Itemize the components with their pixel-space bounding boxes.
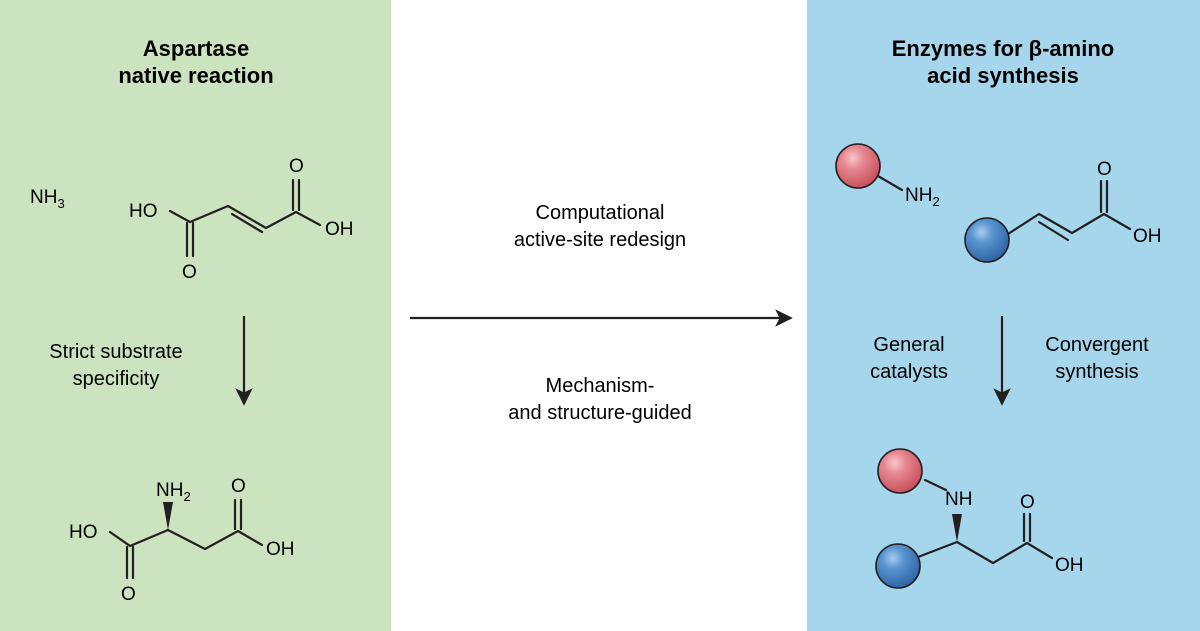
- right-left-label-line1: General: [873, 334, 944, 356]
- fumarate-o-top: O: [289, 156, 304, 177]
- fumarate-oh: OH: [325, 219, 354, 240]
- product-oh: OH: [1055, 555, 1084, 576]
- right-right-label-line1: Convergent: [1045, 334, 1149, 356]
- left-title-line1: Aspartase: [143, 36, 249, 61]
- product-nh: NH: [945, 489, 972, 510]
- red-sphere-product: [877, 448, 923, 494]
- acrylic-acid-structure: [1006, 179, 1132, 242]
- middle-bottom-line1: Mechanism-: [546, 375, 655, 397]
- middle-bottom-line2: and structure-guided: [508, 402, 691, 424]
- left-arrow-label-line2: specificity: [73, 368, 160, 390]
- fumaric-acid-structure: [168, 178, 322, 258]
- aspartate-o-top: O: [231, 476, 246, 497]
- beta-amino-acid-structure: [916, 478, 1054, 565]
- right-title-line1: Enzymes for β-amino: [892, 36, 1114, 61]
- middle-top-line2: active-site redesign: [514, 229, 686, 251]
- aspartic-acid-structure: [108, 498, 264, 580]
- middle-top-line1: Computational: [536, 202, 665, 224]
- right-right-label-line2: synthesis: [1055, 361, 1138, 383]
- ammonia-label: NH3: [30, 187, 65, 211]
- red-sphere-amine: [835, 143, 881, 189]
- amine-nh2: NH2: [905, 185, 940, 209]
- aspartate-o-bottom: O: [121, 584, 136, 605]
- left-title-line2: native reaction: [118, 63, 273, 88]
- blue-sphere-acrylic: [964, 217, 1010, 263]
- right-left-label-line2: catalysts: [870, 361, 948, 383]
- aspartate-oh: OH: [266, 539, 295, 560]
- left-panel: [0, 0, 391, 631]
- left-arrow-label-line1: Strict substrate: [49, 341, 182, 363]
- acrylic-oh: OH: [1133, 226, 1162, 247]
- amine-bond: [876, 174, 904, 192]
- acrylic-o-top: O: [1097, 159, 1112, 180]
- aspartate-nh2: NH2: [156, 480, 191, 504]
- right-title-line2: acid synthesis: [927, 63, 1079, 88]
- right-panel: [807, 0, 1200, 631]
- aspartate-ho: HO: [69, 522, 98, 543]
- fumarate-o-bottom: O: [182, 262, 197, 283]
- fumarate-ho: HO: [129, 201, 158, 222]
- product-o-top: O: [1020, 492, 1035, 513]
- blue-sphere-product: [875, 543, 921, 589]
